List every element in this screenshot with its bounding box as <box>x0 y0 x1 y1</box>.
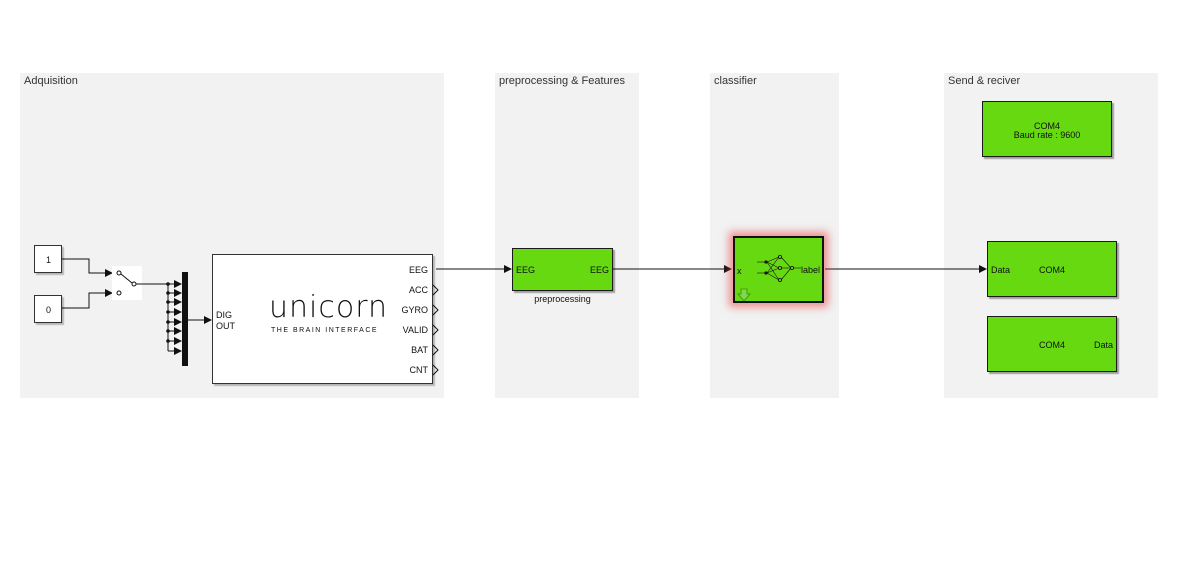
com-config-port: COM4 <box>1033 121 1060 131</box>
port-cnt: CNT <box>409 365 429 375</box>
constant-1-block[interactable]: 1 <box>34 245 62 273</box>
wire-constant-0 <box>62 289 113 309</box>
area-classifier: classifier <box>710 73 839 398</box>
area-title-send-receive: Send & reciver <box>948 75 1021 87</box>
port-eeg: EEG <box>408 265 428 275</box>
neural-network-icon <box>757 255 801 282</box>
branch-dots <box>166 282 170 343</box>
com-send-in-port: Data <box>991 265 1011 275</box>
unicorn-tagline: THE BRAIN INTERFACE <box>271 327 379 334</box>
com-receive-name: COM4 <box>1039 340 1066 350</box>
classifier-in-port: x <box>737 266 742 276</box>
classifier-block[interactable]: x label <box>733 236 824 303</box>
constant-1-value: 1 <box>46 255 52 265</box>
preprocessing-caption: preprocessing <box>534 294 591 304</box>
manual-switch-block[interactable] <box>112 266 142 300</box>
port-acc: ACC <box>408 285 428 295</box>
preprocessing-out-port: EEG <box>589 265 609 275</box>
wire-constant-1 <box>62 258 113 277</box>
area-title-acquisition: Adquisition <box>24 75 78 87</box>
mux-inputs <box>168 280 182 355</box>
area-preprocessing: preprocessing & Features <box>495 73 639 398</box>
port-gyro: GYRO <box>401 305 428 315</box>
unicorn-block[interactable]: DIG OUT unicorn THE BRAIN INTERFACE EEG … <box>212 254 433 384</box>
constant-0-block[interactable]: 0 <box>34 295 62 323</box>
constant-0-value: 0 <box>46 305 52 315</box>
port-bat: BAT <box>411 345 428 355</box>
com-send-name: COM4 <box>1039 265 1066 275</box>
switch-icon <box>116 270 142 296</box>
port-valid: VALID <box>402 325 428 335</box>
com-send-block[interactable]: Data COM4 <box>987 241 1117 297</box>
classifier-out-port: label <box>800 265 820 275</box>
com-config-baud: Baud rate : 9600 <box>1013 130 1081 140</box>
com-receive-out-port: Data <box>1093 340 1113 350</box>
unicorn-output-ports <box>432 284 439 376</box>
port-dig: DIG <box>216 310 233 320</box>
port-out: OUT <box>216 321 235 331</box>
area-title-preprocessing: preprocessing & Features <box>499 75 625 87</box>
com-receive-block[interactable]: COM4 Data <box>987 316 1117 372</box>
com-config-block[interactable]: COM4 Baud rate : 9600 <box>982 101 1112 157</box>
unicorn-logo: unicorn <box>269 290 389 325</box>
preprocessing-block[interactable]: EEG EEG <box>512 248 613 291</box>
preprocessing-in-port: EEG <box>516 265 536 275</box>
area-title-classifier: classifier <box>714 75 757 87</box>
mux-bar <box>182 272 188 366</box>
download-arrow-icon <box>737 288 751 302</box>
